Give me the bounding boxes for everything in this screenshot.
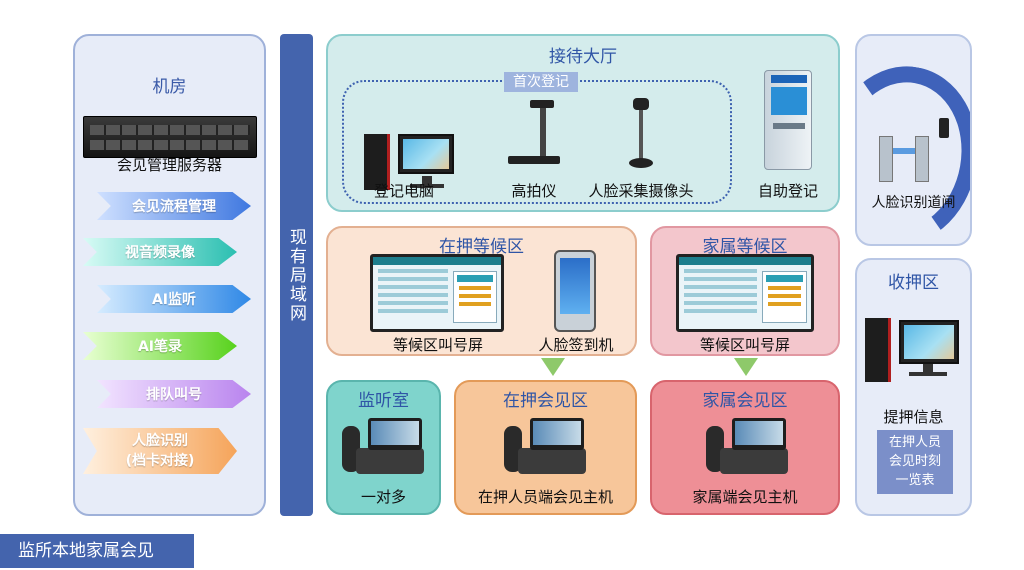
lan-label: 现有局域网	[286, 227, 306, 323]
family-wait-screen-label: 等候区叫号屏	[699, 336, 790, 354]
holding-title: 收押区	[888, 273, 939, 293]
tag-meeting-flow: 会见流程管理	[97, 192, 251, 220]
gate-panel: 人脸识别道闸	[855, 34, 972, 246]
family-wait-title: 家属等候区	[702, 237, 788, 257]
reception-panel: 接待大厅 首次登记 登记电脑 高拍仪 人脸采集摄像头 自助登记	[326, 34, 840, 212]
down-arrow-detainee	[541, 358, 565, 376]
detainee-meet-panel: 在押会见区 在押人员端会见主机	[454, 380, 637, 515]
holding-pc-icon	[865, 318, 965, 388]
server-room-panel: 机房 会见管理服务器 会见流程管理 视音频录像 AI监听 AI笔录 排队叫号 人…	[73, 34, 266, 516]
holding-info-line2: 会见时刻	[888, 454, 941, 469]
face-checkin-label: 人脸签到机	[538, 336, 614, 354]
family-meet-title: 家属会见区	[702, 391, 788, 411]
detainee-meet-title: 在押会见区	[503, 391, 588, 411]
holding-info-box: 在押人员 会见时刻 一览表	[877, 430, 953, 494]
holding-info-line1: 在押人员	[888, 435, 941, 450]
reception-title: 接待大厅	[549, 47, 617, 67]
monitor-room-title: 监听室	[358, 391, 409, 411]
family-meet-label: 家属端会见主机	[692, 488, 798, 506]
holding-label: 提押信息	[883, 408, 944, 426]
detainee-wait-title: 在押等候区	[439, 237, 524, 257]
face-camera-icon	[626, 98, 656, 170]
footer-label: 监所本地家属会见	[0, 534, 194, 568]
tag-face-recognition: 人脸识别 (档卡对接)	[83, 428, 237, 474]
tag-av-recording: 视音频录像	[83, 238, 237, 266]
face-checkin-icon	[554, 250, 596, 332]
first-reg-label: 首次登记	[504, 72, 578, 92]
reception-item-pc: 登记电脑	[373, 182, 434, 200]
detainee-wait-panel: 在押等候区 等候区叫号屏 人脸签到机	[326, 226, 637, 356]
server-label: 会见管理服务器	[116, 156, 222, 174]
gate-label: 人脸识别道闸	[871, 195, 956, 211]
reception-item-face-camera: 人脸采集摄像头	[588, 182, 694, 200]
tag-ai-notes: AI笔录	[83, 332, 237, 360]
tag-face-recognition-line2: (档卡对接)	[125, 453, 195, 469]
turnstile-icon	[879, 118, 963, 186]
down-arrow-family	[734, 358, 758, 376]
detainee-video-phone-icon	[504, 418, 588, 474]
document-camera-icon	[504, 96, 564, 166]
monitor-room-label: 一对多	[360, 488, 406, 506]
video-phone-icon	[342, 418, 426, 474]
family-wait-screen-icon	[676, 254, 814, 332]
lan-bar: 现有局域网	[280, 34, 313, 516]
server-rack-icon	[83, 116, 257, 158]
detainee-meet-label: 在押人员端会见主机	[477, 488, 613, 506]
tag-face-recognition-line1: 人脸识别	[132, 433, 188, 449]
tag-queue-call: 排队叫号	[97, 380, 251, 408]
family-meet-panel: 家属会见区 家属端会见主机	[650, 380, 840, 515]
holding-panel: 收押区 提押信息 在押人员 会见时刻 一览表	[855, 258, 972, 516]
reception-item-kiosk: 自助登记	[757, 182, 818, 200]
kiosk-icon	[764, 70, 812, 170]
monitor-room-panel: 监听室 一对多	[326, 380, 441, 515]
server-room-title: 机房	[152, 77, 187, 97]
family-wait-panel: 家属等候区 等候区叫号屏	[650, 226, 840, 356]
holding-info-line3: 一览表	[895, 473, 935, 488]
detainee-wait-screen-label: 等候区叫号屏	[392, 336, 483, 354]
family-video-phone-icon	[706, 418, 790, 474]
detainee-wait-screen-icon	[370, 254, 504, 332]
reception-item-scanner: 高拍仪	[511, 182, 557, 200]
tag-ai-monitor: AI监听	[97, 285, 251, 313]
